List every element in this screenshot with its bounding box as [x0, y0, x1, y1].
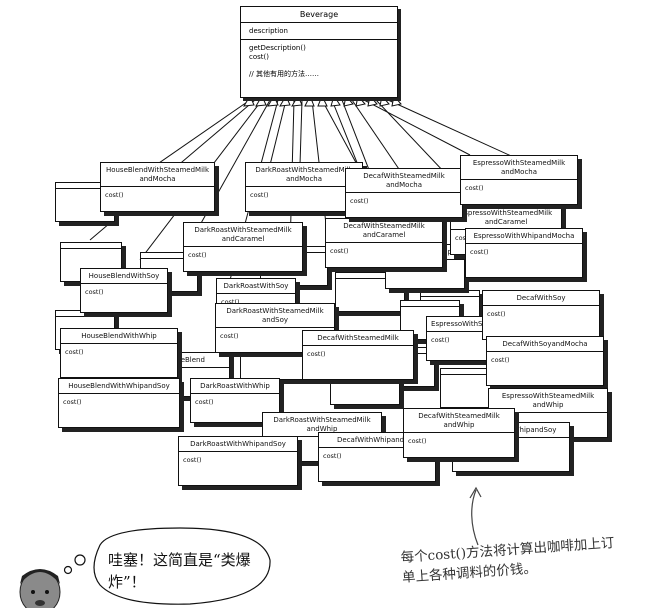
- subclass-name: [336, 273, 404, 279]
- subclass-name: DecafWithSteamedMilk: [303, 331, 413, 346]
- subclass-name: DarkRoastWithWhipandSoy: [179, 437, 297, 452]
- subclass-name: EspressoWithSoy: [427, 317, 495, 332]
- subclass-name: EspressoWithSteamedMilk andCaramel: [451, 206, 561, 230]
- subclass-name: [401, 301, 459, 307]
- subclass-method: cost(): [470, 248, 489, 256]
- subclass-name: HouseBlendWithSteamedMilk andMocha: [101, 163, 214, 187]
- subclass-name: DecafWithSteamedMilk andCaramel: [326, 219, 442, 243]
- subclass-method: cost(): [188, 251, 207, 259]
- person-avatar: [19, 569, 61, 608]
- subclass-method: [401, 307, 459, 315]
- subclass-name: [56, 183, 114, 189]
- subclass-method: cost(): [330, 247, 349, 255]
- subclass-name: DarkRoastWithWhip: [191, 379, 279, 394]
- subclass-name: DarkRoastWithSteamedMilk andMocha: [246, 163, 362, 187]
- subclass-method: cost(): [451, 230, 561, 246]
- subclass-method: cost(): [220, 332, 239, 340]
- subclass-name: EspressoWithWhipandMocha: [466, 229, 582, 244]
- subclass-name: DecafWithSteamedMilk andWhip: [404, 409, 514, 433]
- subclass-card: DecafWithSteamedMilk cost(): [302, 330, 414, 380]
- subclass-name: [56, 311, 114, 317]
- subclass-card: HouseBlendWithSoy cost(): [80, 268, 168, 313]
- subclass-card: DarkRoastWithSteamedMilk andCaramel cost(…: [183, 222, 303, 272]
- subclass-name: DarkRoastWithSoy: [217, 279, 295, 294]
- subclass-name: [441, 369, 499, 375]
- method: getDescription(): [249, 44, 306, 52]
- subclass-card: EspressoWithWhipandMocha cost(): [465, 228, 583, 278]
- subclass-name: [141, 253, 197, 259]
- subclass-method: cost(): [390, 264, 409, 272]
- subclass-card-partial: [335, 272, 405, 312]
- subclass-method: cost(): [350, 197, 369, 205]
- subclass-method: cost(): [195, 398, 214, 406]
- subclass-name: DarkRoastWithSteamedMilk andSoy: [216, 304, 334, 328]
- subclass-method: cost(): [408, 437, 427, 445]
- subclass-card: HouseBlendWithWhipandSoy cost(): [58, 378, 180, 428]
- class-comment: // 其他有用的方法……: [249, 70, 319, 78]
- subclass-name: DecafWithSoy: [483, 291, 599, 306]
- subclass-name: DarkRoastWithSteamedMilk andCaramel: [184, 223, 302, 247]
- subclass-method: cost(): [85, 288, 104, 296]
- subclass-card: DarkRoastWithSteamedMilk andMocha cost(): [245, 162, 363, 212]
- subclass-method: cost(): [105, 191, 124, 199]
- subclass-card: DecafWithSteamedMilk andCaramel cost(): [325, 218, 443, 268]
- subclass-card: DecafWithSoy cost(): [482, 290, 600, 340]
- subclass-name: EspressoWithSteamedMilk andWhip: [489, 389, 607, 413]
- class-name: Beverage: [241, 7, 397, 23]
- subclass-name: HouseBlendWithWhip: [61, 329, 177, 344]
- subclass-method: cost(): [65, 348, 84, 356]
- subclass-card: DarkRoastWithWhipandSoy cost(): [178, 436, 298, 486]
- subclass-card: HouseBlendWithWhip cost(): [60, 328, 178, 378]
- subclass-name: EspressoWithSteamedMilk andMocha: [461, 156, 577, 180]
- subclass-method: cost(): [63, 398, 82, 406]
- subclass-card: DecafWithSteamedMilk andMocha cost(): [345, 168, 463, 218]
- subclass-card: DecafWithSteamedMilk andWhip cost(): [403, 408, 515, 458]
- subclass-method: cost(): [221, 298, 240, 306]
- subclass-method: cost(): [323, 452, 342, 460]
- subclass-method: [61, 249, 121, 257]
- subclass-name: DecafWithWhipandSoy: [319, 433, 435, 448]
- subclass-method: cost(): [487, 310, 506, 318]
- subclass-name: [61, 243, 121, 249]
- subclass-method: cost(): [431, 336, 450, 344]
- class-methods: getDescription() cost() // 其他有用的方法……: [241, 40, 397, 83]
- subclass-method: cost(): [183, 456, 202, 464]
- beverage-class: Beverage description getDescription() co…: [240, 6, 398, 98]
- subclass-card: DarkRoastWithWhip cost(): [190, 378, 280, 423]
- subclass-name: HouseBlend: [139, 353, 229, 368]
- subclass-method: cost(): [465, 184, 484, 192]
- subclass-name: HouseBlendWithWhipandSoy: [59, 379, 179, 394]
- subclass-method: [56, 317, 114, 325]
- subclass-method: cost(): [250, 191, 269, 199]
- speech-bubble-text: 哇塞！这简直是“类爆炸”！: [108, 551, 251, 591]
- subclass-card: DecafWithSoyandMocha cost(): [486, 336, 604, 386]
- subclass-name: DecafWithSteamedMilk andMocha: [346, 169, 462, 193]
- class-attribute: description: [241, 23, 397, 40]
- subclass-name: DecafWithSoyandMocha: [487, 337, 603, 352]
- subclass-method: cost(): [307, 350, 326, 358]
- method: cost(): [249, 53, 269, 61]
- subclass-card: HouseBlendWithSteamedMilk andMocha cost(): [100, 162, 215, 212]
- subclass-name: [421, 291, 479, 297]
- subclass-name: HouseBlendWithSoy: [81, 269, 167, 284]
- subclass-card: EspressoWithSteamedMilk andMocha cost(): [460, 155, 578, 205]
- subclass-method: cost(): [491, 356, 510, 364]
